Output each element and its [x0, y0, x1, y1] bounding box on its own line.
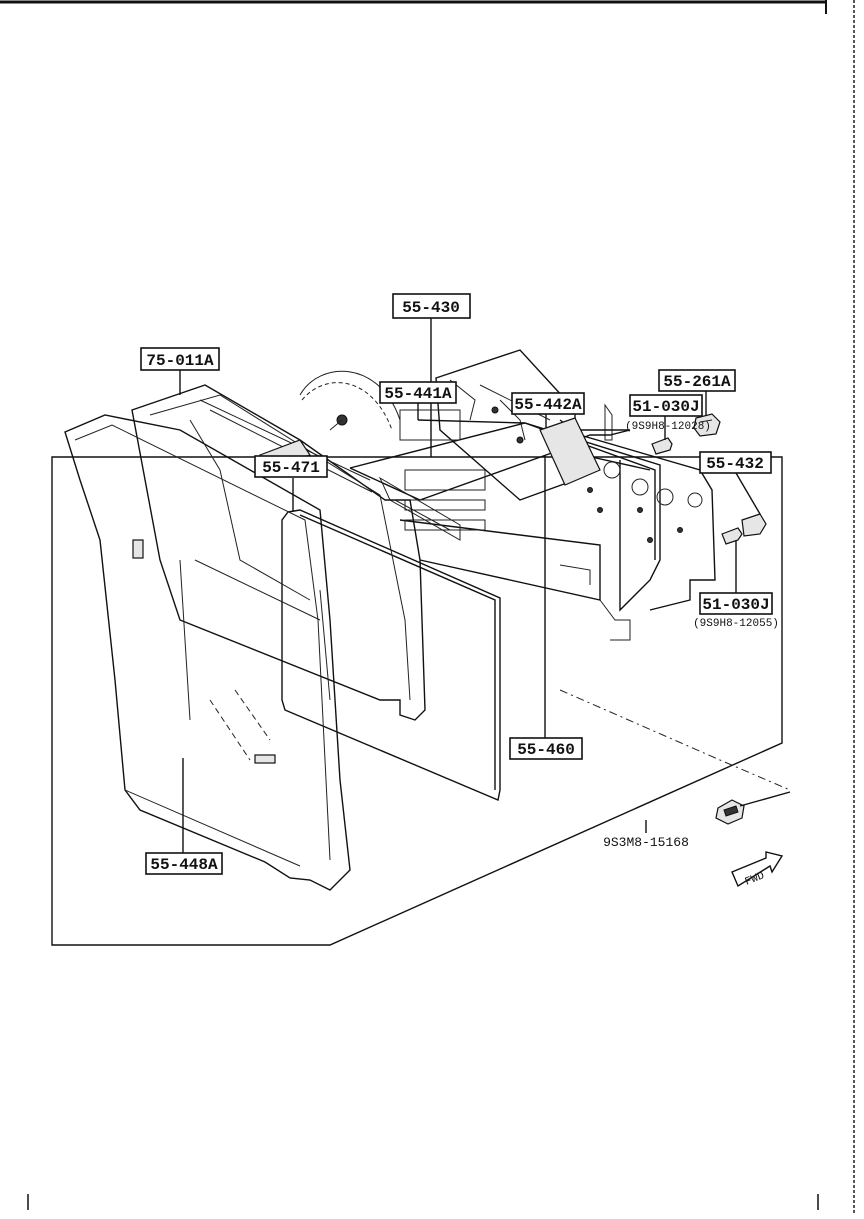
callout-text: 51-030J — [632, 398, 699, 416]
housing-leader-h — [417, 419, 526, 424]
callout-socket: 55-261A — [658, 369, 736, 392]
callout-text: 55-442A — [514, 396, 582, 414]
callout-text: 55-430 — [402, 299, 460, 317]
callout-bulb-lower: 51-030J (9S9H8-12055) — [693, 592, 779, 630]
callout-text: 55-460 — [517, 741, 575, 759]
callout-lens-cover: 55-448A — [145, 852, 223, 875]
callout-text: 55-441A — [384, 385, 452, 403]
callout-housing: 55-441A — [379, 381, 457, 404]
socket-432-leader — [735, 472, 761, 515]
callout-text: 55-448A — [150, 856, 218, 874]
callout-text: 51-030J — [702, 596, 769, 614]
fwd-label: FWD — [743, 870, 766, 889]
lens-cover — [64, 414, 351, 891]
callout-bulb-socket-right: 55-432 — [699, 451, 772, 474]
fwd-arrow-icon: FWD — [731, 851, 784, 889]
callout-dial-plate: 55-471 — [254, 455, 328, 478]
callout-subtext: (9S9H8-12055) — [693, 618, 779, 630]
assembly-frame — [51, 456, 783, 946]
callout-text: 55-432 — [706, 455, 764, 473]
bolt-part-number: 9S3M8-15168 — [603, 835, 689, 850]
upper-socket — [693, 413, 721, 437]
callout-text: 55-471 — [262, 459, 320, 477]
callout-text: 75-011A — [146, 352, 214, 370]
callout-text: 55-261A — [663, 373, 731, 391]
callout-bulb-upper: 51-030J (9S9H8-12028) — [625, 394, 711, 433]
bezel-retainer — [131, 384, 426, 721]
callout-subtext: (9S9H8-12028) — [625, 421, 711, 433]
dial-plate — [281, 370, 501, 801]
right-socket — [721, 513, 767, 545]
bolt-axis-line — [559, 689, 791, 791]
upper-bulb — [651, 437, 673, 455]
bolt-part — [715, 791, 791, 825]
callout-assembly: 55-430 — [392, 293, 471, 319]
callout-bracket: 55-442A — [511, 392, 585, 415]
callout-gauge-unit: 55-460 — [509, 737, 583, 760]
callout-bezel-retainer: 75-011A — [140, 347, 220, 371]
